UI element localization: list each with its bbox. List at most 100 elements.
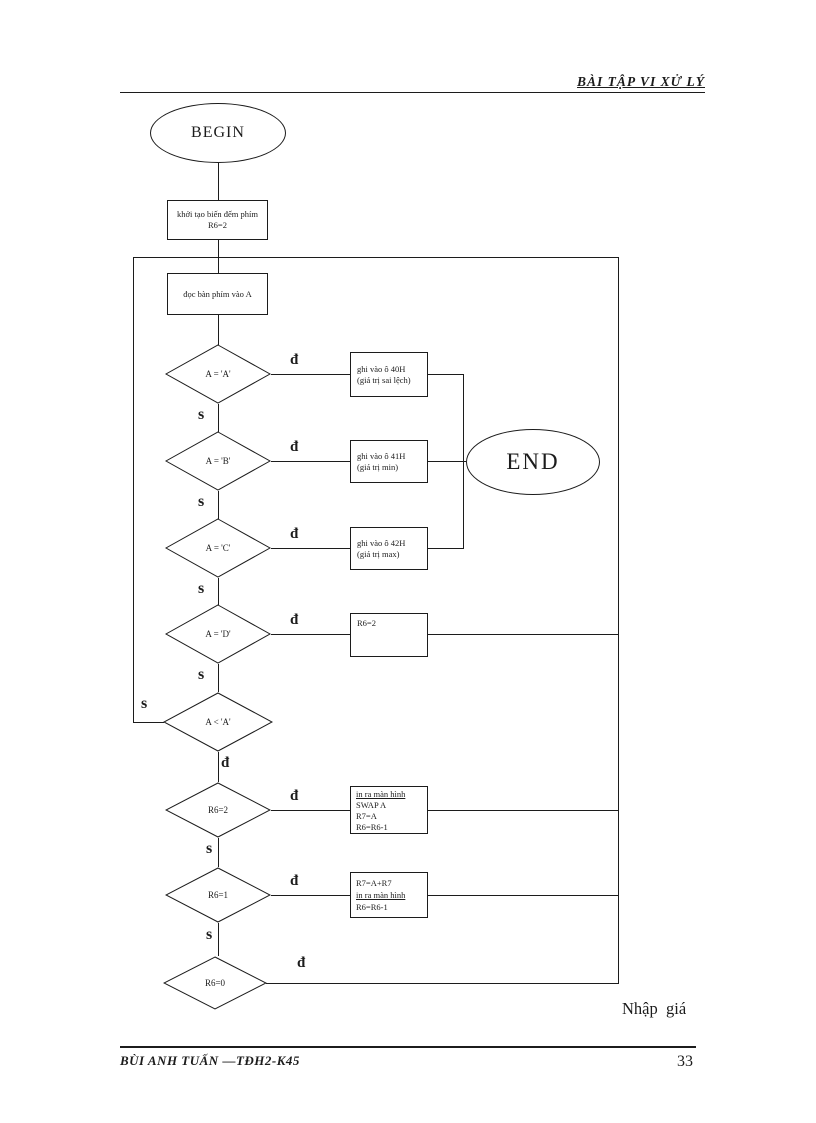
footer-author: BÙI ANH TUẤN —TĐH2-K45 bbox=[120, 1053, 300, 1068]
connector-d7-accumulate bbox=[271, 895, 350, 896]
store41-line2: (giá trị min) bbox=[357, 461, 399, 472]
connector-d6-swap bbox=[271, 810, 350, 811]
connector-reset-loop bbox=[428, 634, 618, 635]
process-read-line1: đọc bàn phím vào A bbox=[183, 288, 252, 299]
accumulate-line3: R6=R6-1 bbox=[356, 902, 388, 912]
connector-accumulate-loop bbox=[428, 895, 618, 896]
process-store-42h-box: ghi vào ô 42H (giá trị max) bbox=[350, 527, 428, 570]
page-number: 33 bbox=[677, 1053, 693, 1070]
decision-a-eq-a-label: A = 'A' bbox=[205, 369, 231, 379]
connector-d6-d7 bbox=[218, 838, 219, 867]
connector-d2-store41 bbox=[271, 461, 350, 462]
process-init-line1: khởi tạo biến đếm phím bbox=[177, 209, 258, 219]
diamond-shape bbox=[165, 782, 271, 838]
loop-right-line bbox=[618, 257, 619, 984]
branch-label-yes-d1: đ bbox=[290, 352, 299, 368]
decision-a-eq-a: A = 'A' bbox=[165, 344, 271, 404]
decision-a-eq-d: A = 'D' bbox=[165, 604, 271, 664]
connector-d3-store42 bbox=[271, 548, 350, 549]
branch-label-no-d1: s bbox=[198, 406, 205, 423]
process-accumulate-box: R7=A+R7 in ra màn hình R6=R6-1 bbox=[350, 872, 428, 918]
decision-r6-eq-1: R6=1 bbox=[165, 867, 271, 923]
decision-a-lt-a: A < 'A' bbox=[163, 692, 273, 752]
store42-line1: ghi vào ô 42H bbox=[357, 537, 406, 548]
process-init-line2: R6=2 bbox=[208, 220, 227, 230]
accumulate-line1: R7=A+R7 bbox=[356, 878, 392, 888]
accumulate-line2: in ra màn hình bbox=[356, 890, 406, 900]
swap-line2: SWAP A bbox=[356, 800, 387, 810]
process-init-box: khởi tạo biến đếm phím R6=2 bbox=[167, 200, 268, 240]
connector-begin-init bbox=[218, 163, 219, 200]
connector-init-read bbox=[218, 240, 219, 273]
reset-line1: R6=2 bbox=[357, 618, 376, 628]
branch-label-no-d6: s bbox=[206, 840, 213, 857]
process-store-41h-box: ghi vào ô 41H (giá trị min) bbox=[350, 440, 428, 483]
decision-a-lt-a-label: A < 'A' bbox=[205, 717, 231, 727]
loop-left-line bbox=[133, 257, 134, 722]
process-store-40h-box: ghi vào ô 40H (giá trị sai lệch) bbox=[350, 352, 428, 397]
process-read-keyboard-box: đọc bàn phím vào A bbox=[167, 273, 268, 315]
connector-d1-store40 bbox=[271, 374, 350, 375]
connector-d5-loopleft bbox=[133, 722, 164, 723]
branch-label-yes-d3: đ bbox=[290, 526, 299, 542]
decision-a-eq-b-label: A = 'B' bbox=[205, 456, 231, 466]
branch-label-yes-d6: đ bbox=[290, 788, 299, 804]
branch-label-yes-d4: đ bbox=[290, 612, 299, 628]
diamond-shape bbox=[165, 867, 271, 923]
store40-line1: ghi vào ô 40H bbox=[357, 363, 406, 374]
branch-label-no-d5: s bbox=[141, 695, 148, 712]
connector-d8-loop bbox=[266, 983, 618, 984]
diamond-shape bbox=[163, 956, 267, 1010]
note-nhap-gia: Nhập giá bbox=[622, 999, 687, 1018]
store40-line2: (giá trị sai lệch) bbox=[357, 374, 411, 385]
store42-line2: (giá trị max) bbox=[357, 548, 400, 559]
decision-a-eq-c: A = 'C' bbox=[165, 518, 271, 578]
diamond-shape bbox=[165, 431, 271, 491]
end-terminal: END bbox=[466, 429, 600, 495]
branch-label-no-d4: s bbox=[198, 666, 205, 683]
decision-r6-eq-1-label: R6=1 bbox=[207, 890, 229, 900]
end-label: END bbox=[506, 449, 560, 474]
decision-r6-eq-0-label: R6=0 bbox=[204, 978, 226, 988]
page-header-title: BÀI TẬP VI XỬ LÝ bbox=[577, 74, 705, 89]
connector-store41-end bbox=[428, 461, 466, 462]
swap-line3: R7=A bbox=[356, 811, 377, 821]
begin-label: BEGIN bbox=[191, 124, 245, 141]
connector-d5-d6 bbox=[218, 752, 219, 782]
connector-d3-d4 bbox=[218, 578, 219, 605]
branch-label-no-d7: s bbox=[206, 926, 213, 943]
connector-store42-riser bbox=[428, 548, 464, 549]
branch-label-yes-d7: đ bbox=[290, 873, 299, 889]
diamond-shape bbox=[165, 344, 271, 404]
connector-d7-d8 bbox=[218, 923, 219, 956]
connector-d2-d3 bbox=[218, 491, 219, 519]
connector-d4-reset bbox=[271, 634, 350, 635]
branch-label-yes-d5: đ bbox=[221, 755, 230, 771]
decision-a-eq-c-label: A = 'C' bbox=[205, 543, 231, 553]
swap-line4: R6=R6-1 bbox=[356, 822, 388, 832]
decision-a-eq-d-label: A = 'D' bbox=[205, 629, 231, 639]
diamond-shape bbox=[163, 692, 273, 752]
branch-label-no-d2: s bbox=[198, 493, 205, 510]
begin-terminal: BEGIN bbox=[150, 103, 286, 163]
connector-d4-d5 bbox=[218, 664, 219, 692]
diamond-shape bbox=[165, 604, 271, 664]
header-rule bbox=[120, 92, 705, 93]
decision-r6-eq-2: R6=2 bbox=[165, 782, 271, 838]
store41-line1: ghi vào ô 41H bbox=[357, 450, 406, 461]
connector-read-d1 bbox=[218, 315, 219, 345]
connector-swap-loop bbox=[428, 810, 618, 811]
decision-r6-eq-2-label: R6=2 bbox=[207, 805, 229, 815]
swap-line1: in ra màn hình bbox=[356, 789, 406, 799]
process-swap-box: in ra màn hình SWAP A R7=A R6=R6-1 bbox=[350, 786, 428, 834]
decision-r6-eq-0: R6=0 bbox=[163, 956, 267, 1010]
footer-rule bbox=[120, 1046, 696, 1048]
connector-d1-d2 bbox=[218, 404, 219, 432]
loop-top-line bbox=[133, 257, 619, 258]
branch-label-yes-d8: đ bbox=[297, 955, 306, 971]
connector-store40-riser bbox=[428, 374, 464, 375]
branch-label-no-d3: s bbox=[198, 580, 205, 597]
decision-a-eq-b: A = 'B' bbox=[165, 431, 271, 491]
process-reset-r6-box: R6=2 bbox=[350, 613, 428, 657]
